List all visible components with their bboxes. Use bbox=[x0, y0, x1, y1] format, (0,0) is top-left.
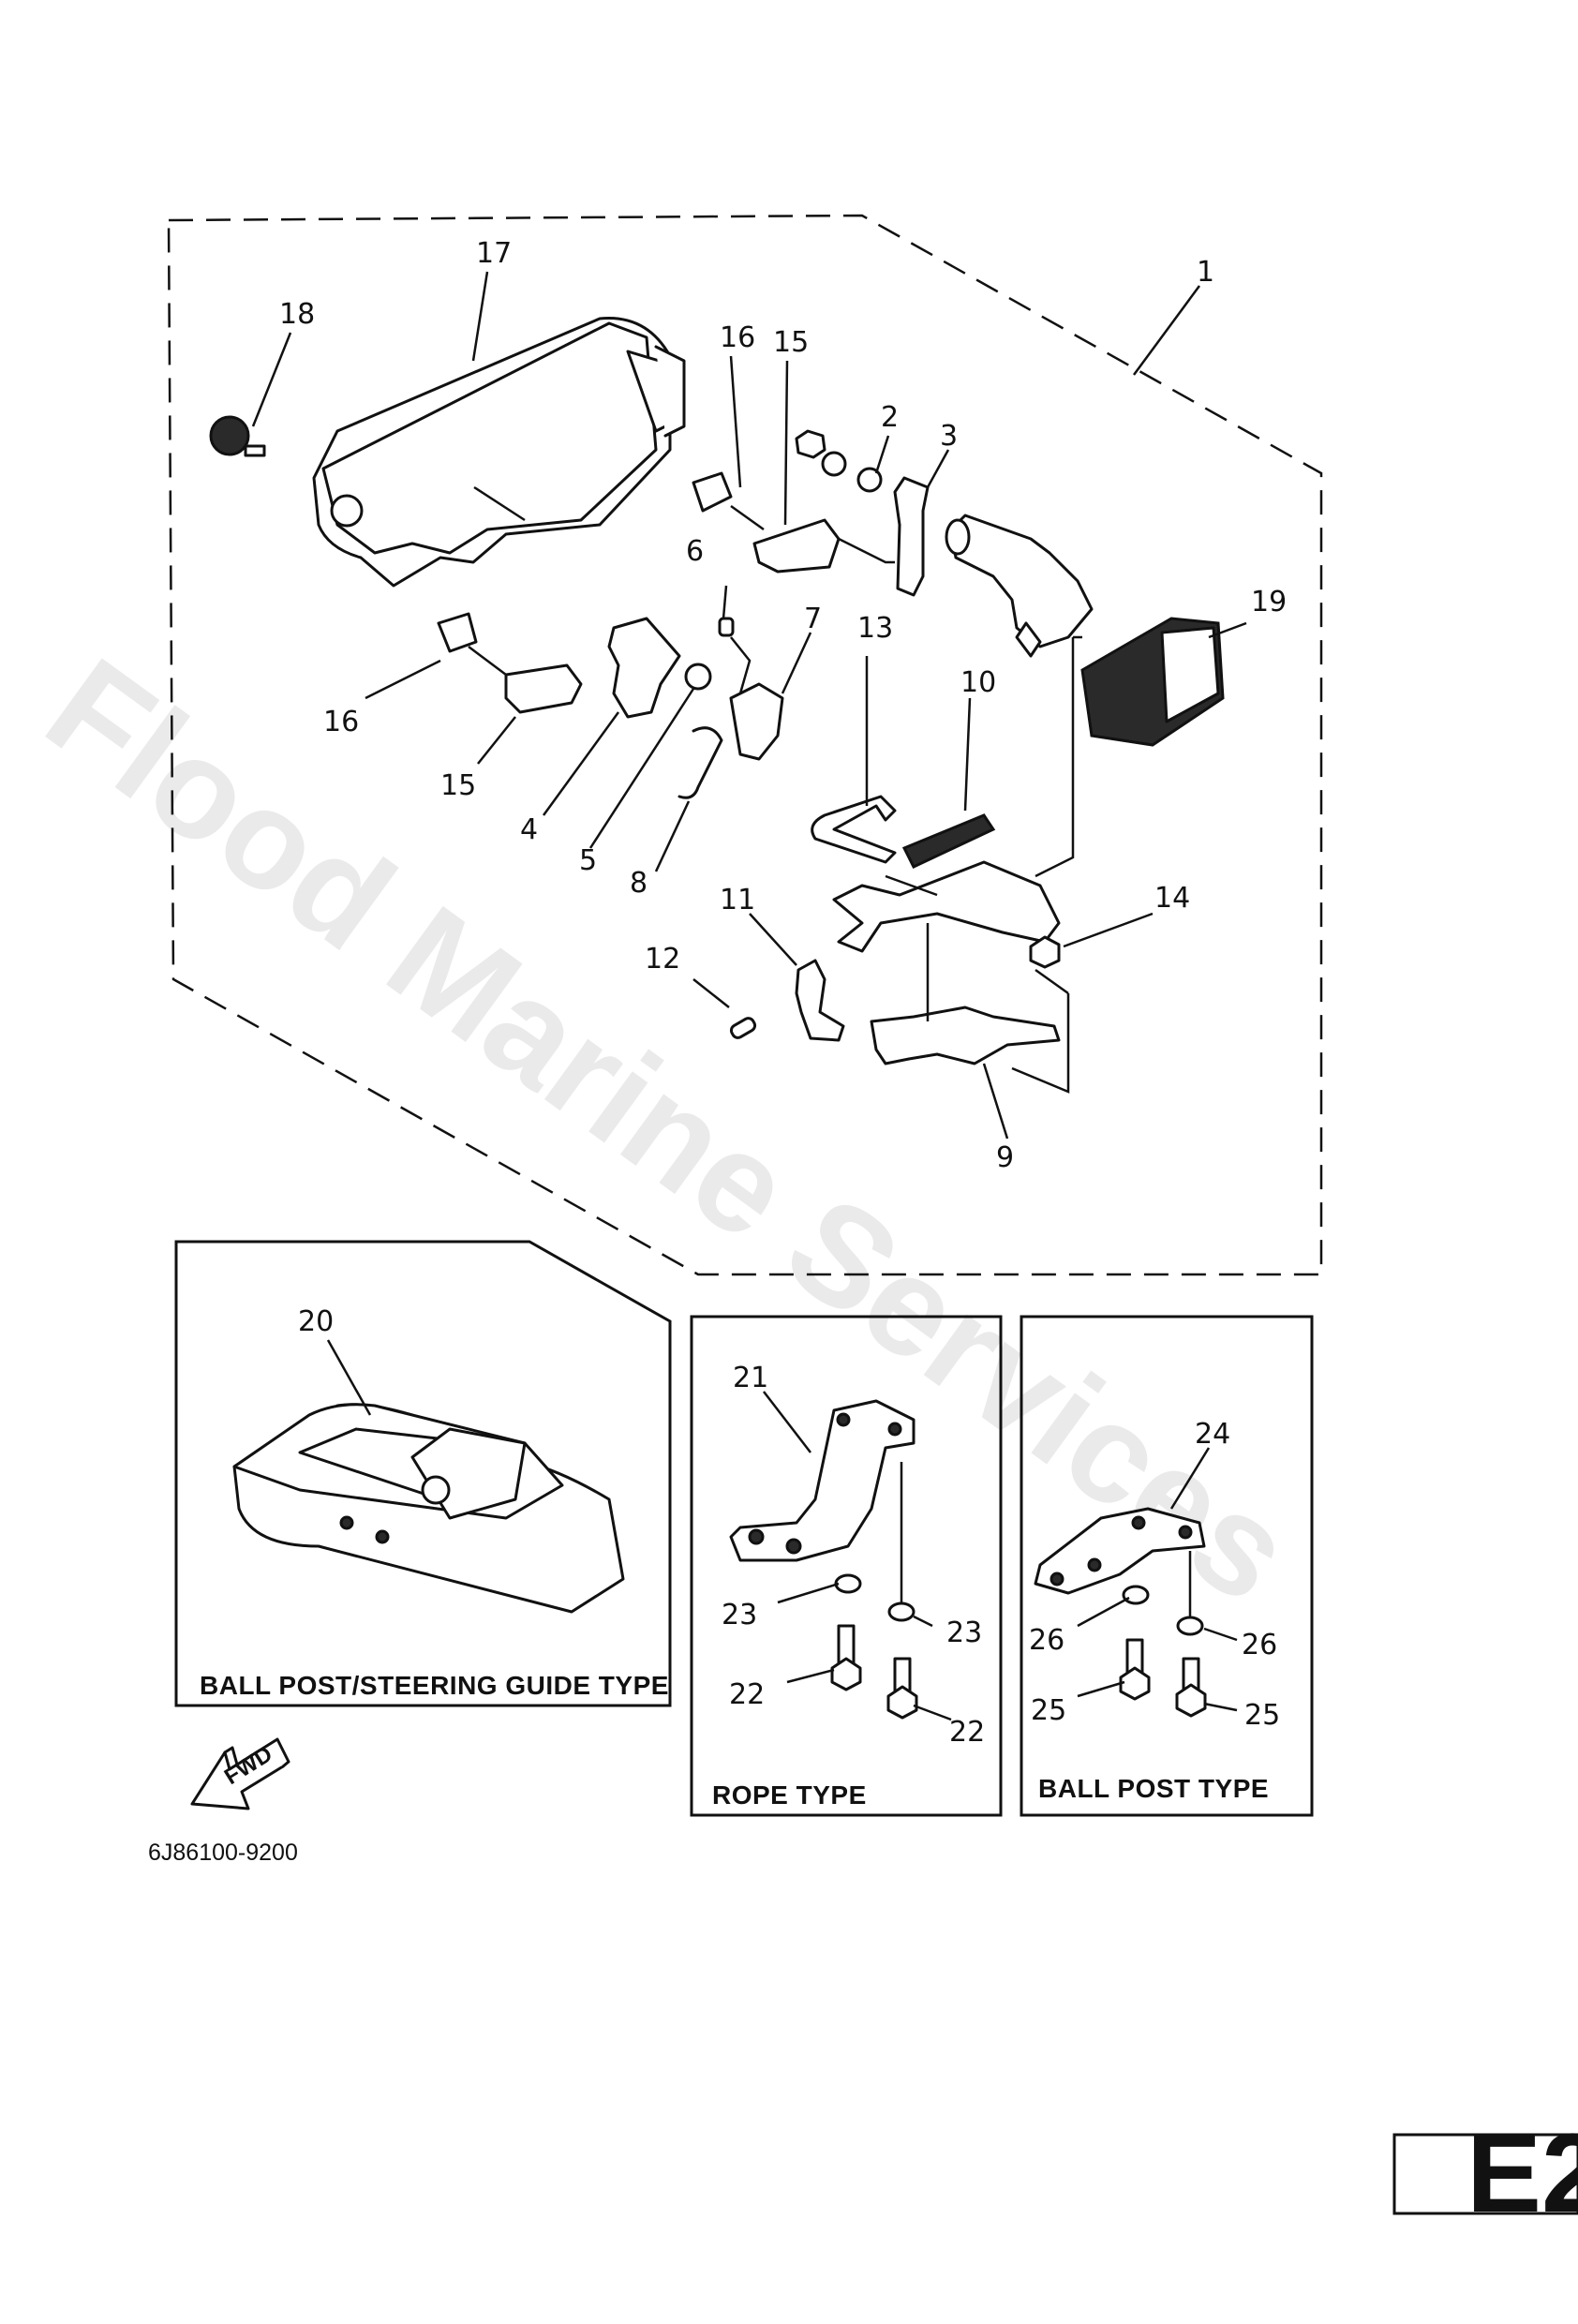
caption-rope: ROPE TYPE bbox=[712, 1780, 867, 1810]
callout-7: 7 bbox=[804, 603, 822, 635]
part-rope-washers-23 bbox=[834, 1573, 916, 1622]
callout-24: 24 bbox=[1195, 1418, 1230, 1451]
part-cover bbox=[312, 317, 686, 588]
part-clip-16-upper bbox=[692, 471, 733, 513]
part-bracket-plate-lower bbox=[870, 1006, 1061, 1065]
callout-15-upper: 15 bbox=[773, 326, 809, 359]
part-washers bbox=[795, 429, 883, 493]
callout-17: 17 bbox=[476, 237, 512, 270]
part-clip-16-lower bbox=[437, 612, 478, 653]
page-badge-text: E2 bbox=[1466, 2110, 1578, 2236]
callout-15-lower: 15 bbox=[440, 769, 476, 802]
part-lever-4 bbox=[607, 617, 681, 719]
part-shaft bbox=[945, 514, 1094, 658]
callout-26-left: 26 bbox=[1029, 1624, 1064, 1657]
panel-ball-post bbox=[1020, 1315, 1314, 1817]
part-bolt-14 bbox=[1029, 935, 1061, 969]
part-washer-5 bbox=[684, 663, 712, 691]
callout-10: 10 bbox=[960, 666, 996, 699]
callout-16-lower: 16 bbox=[323, 706, 359, 738]
part-grip bbox=[1080, 617, 1225, 747]
callout-19: 19 bbox=[1251, 586, 1287, 618]
part-lock-7 bbox=[729, 682, 784, 761]
assembly-guide-lines bbox=[468, 485, 1082, 1094]
part-pin-6 bbox=[718, 617, 735, 637]
part-steering-guide bbox=[232, 1403, 625, 1614]
part-arm-11 bbox=[795, 959, 845, 1042]
part-ball-post-bolts-25 bbox=[1119, 1638, 1207, 1718]
part-rope-bolts-22 bbox=[830, 1624, 918, 1720]
part-rope-bracket bbox=[729, 1399, 916, 1562]
leader-20 bbox=[326, 1339, 372, 1416]
callout-16-upper: 16 bbox=[720, 321, 755, 354]
caption-ball-post: BALL POST TYPE bbox=[1038, 1774, 1269, 1803]
part-code: 6J86100-9200 bbox=[148, 1840, 298, 1866]
ball-post-leaders bbox=[1077, 1447, 1238, 1712]
callout-26-right: 26 bbox=[1242, 1629, 1277, 1661]
callout-3: 3 bbox=[940, 420, 958, 453]
callout-6: 6 bbox=[686, 535, 704, 568]
callout-18: 18 bbox=[279, 298, 315, 331]
part-bracket-15-upper bbox=[752, 518, 841, 574]
callout-5: 5 bbox=[579, 844, 597, 877]
page-badge: E2 bbox=[1392, 2110, 1578, 2236]
callout-9: 9 bbox=[996, 1141, 1014, 1174]
panel-rope bbox=[690, 1315, 1003, 1817]
callout-23-left: 23 bbox=[722, 1599, 757, 1631]
part-pad-10 bbox=[901, 813, 996, 869]
callout-23-right: 23 bbox=[946, 1616, 982, 1649]
caption-ball-post-steering: BALL POST/STEERING GUIDE TYPE bbox=[200, 1671, 669, 1700]
part-ball-post-bracket bbox=[1034, 1507, 1206, 1595]
callout-25-right: 25 bbox=[1244, 1699, 1280, 1732]
rope-leaders bbox=[763, 1391, 952, 1721]
callout-leaders bbox=[251, 271, 1247, 1140]
callout-20: 20 bbox=[298, 1305, 334, 1338]
callout-4: 4 bbox=[520, 813, 538, 846]
part-bracket-plate-upper bbox=[832, 860, 1061, 953]
callout-22-left: 22 bbox=[729, 1678, 765, 1711]
callout-21: 21 bbox=[733, 1362, 768, 1394]
part-ball-post-washers-26 bbox=[1122, 1585, 1204, 1636]
fwd-arrow-icon: FWD bbox=[190, 1737, 290, 1810]
part-spring-8 bbox=[677, 726, 723, 799]
part-lever-3 bbox=[893, 476, 930, 597]
part-knob bbox=[209, 415, 266, 457]
callout-22-right: 22 bbox=[949, 1716, 985, 1749]
part-bracket-15-lower bbox=[504, 663, 583, 714]
assembly-boundary bbox=[167, 214, 1323, 1276]
callout-13: 13 bbox=[857, 612, 893, 645]
part-pin-12 bbox=[729, 1017, 757, 1039]
part-ubolt-13 bbox=[811, 795, 897, 864]
callout-12: 12 bbox=[645, 943, 680, 976]
panel-ball-post-steering bbox=[174, 1240, 672, 1707]
callout-25-left: 25 bbox=[1031, 1694, 1066, 1727]
callout-8: 8 bbox=[630, 867, 648, 900]
callout-numbers: 1 2 3 4 5 6 7 8 9 10 11 12 13 14 15 15 1… bbox=[279, 237, 1287, 1749]
callout-2: 2 bbox=[881, 401, 899, 434]
callout-1: 1 bbox=[1197, 256, 1214, 289]
callout-11: 11 bbox=[720, 884, 755, 916]
callout-14: 14 bbox=[1154, 882, 1190, 915]
